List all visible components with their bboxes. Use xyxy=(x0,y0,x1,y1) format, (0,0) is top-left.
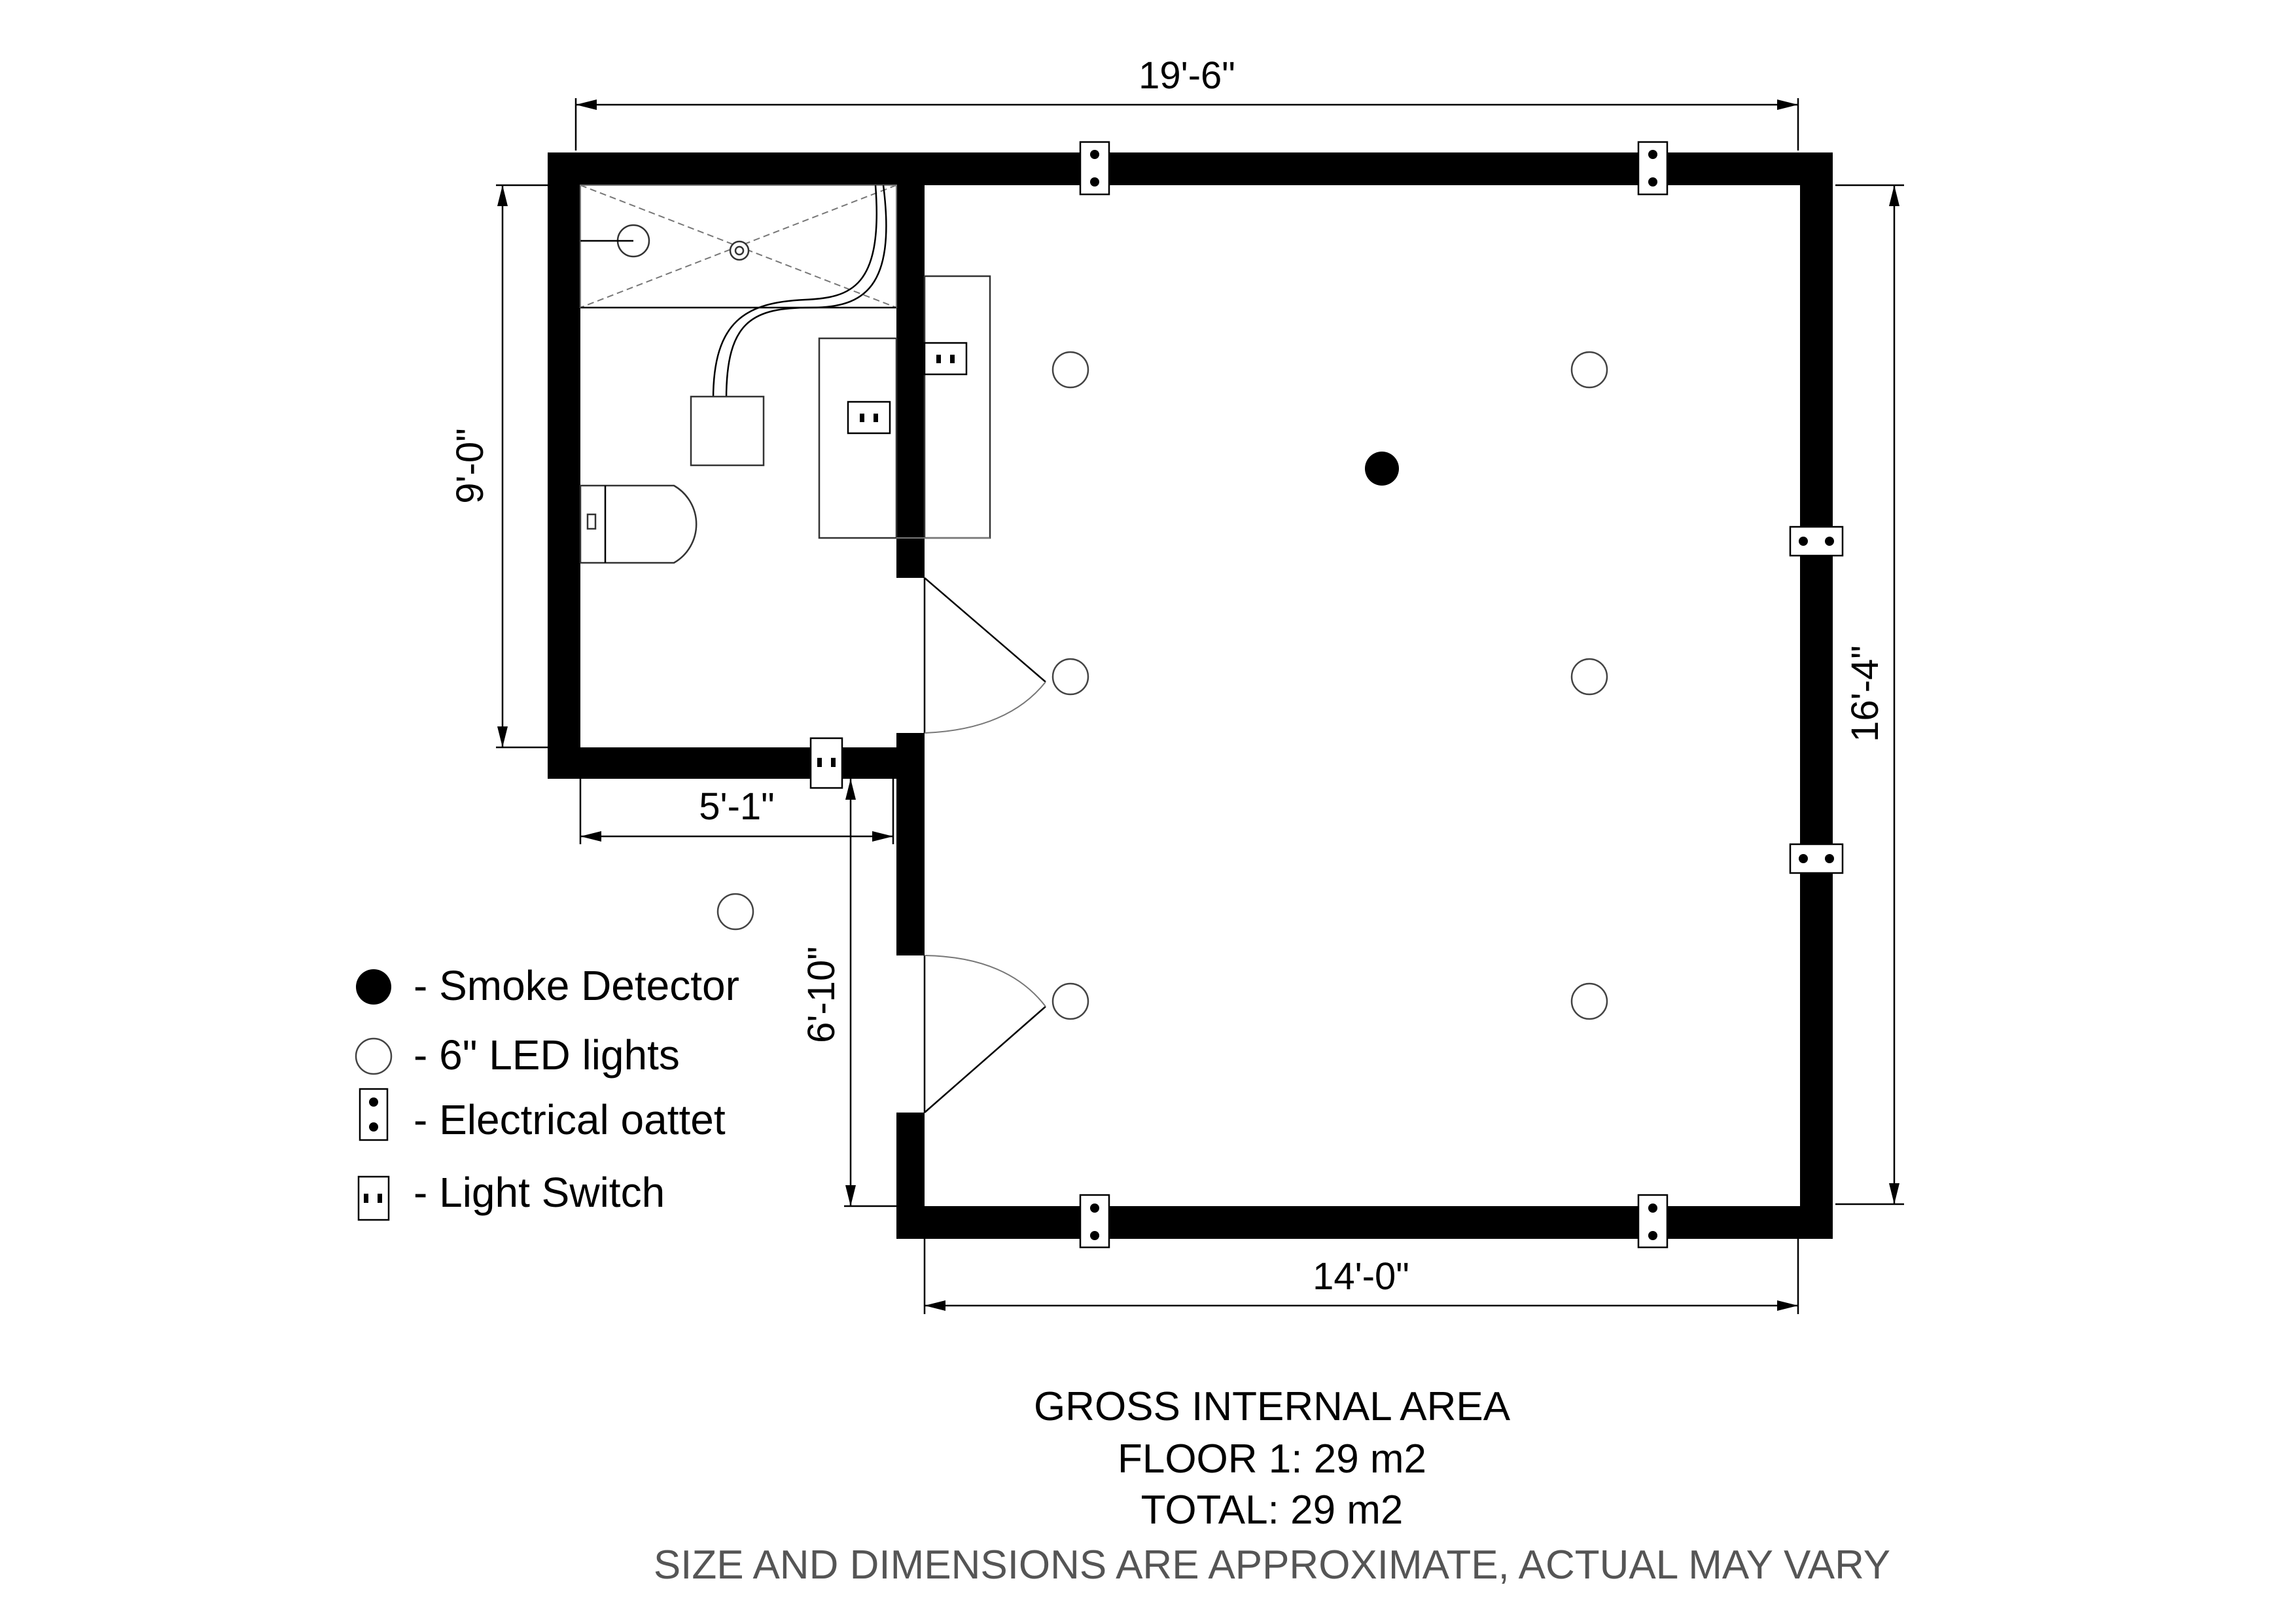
led-light-icon xyxy=(1051,982,1089,1020)
wall-interior-upper xyxy=(896,152,925,578)
dimension-label: 5'-1" xyxy=(699,785,775,828)
dimension-label: 16'-4" xyxy=(1844,645,1886,742)
legend-item-led-lights: - 6" LED lights xyxy=(355,1031,680,1079)
dimension-bottom-wall: 14'-0" xyxy=(923,1239,1799,1314)
light-switch-icon xyxy=(809,737,843,789)
dimension-label: 14'-0" xyxy=(1313,1255,1409,1298)
outlet-icon xyxy=(1637,141,1669,196)
vanity-counter xyxy=(818,337,898,539)
dimension-label: 9'-0" xyxy=(449,428,491,504)
wall-bottom xyxy=(896,1206,1833,1239)
outlet-icon xyxy=(1789,843,1844,874)
legend-item-electrical-outlet: - Electrical oattet xyxy=(359,1088,726,1143)
electrical-outlets xyxy=(1079,141,1844,1249)
legend: - Smoke Detector - 6" LED lights - Elect… xyxy=(355,962,739,1221)
outlet-icon xyxy=(1079,1194,1110,1249)
outlet-icon xyxy=(1079,141,1110,196)
led-light-icon xyxy=(355,1037,393,1075)
door-entrance[interactable] xyxy=(923,955,1046,1113)
kitchen-counter xyxy=(896,275,991,539)
dimension-overall-depth: 16'-4" xyxy=(1835,184,1904,1205)
led-light-icon xyxy=(1570,351,1608,389)
outlet-icon xyxy=(1637,1194,1669,1249)
light-switch-icon xyxy=(357,1175,390,1221)
led-light-icon xyxy=(716,893,754,931)
light-switch-icon xyxy=(847,401,891,435)
toilet-icon xyxy=(579,484,698,564)
total-area: TOTAL: 29 m2 xyxy=(1141,1488,1404,1533)
wall-left-bathroom xyxy=(548,152,580,779)
shower-drain-icon xyxy=(729,240,750,261)
wall-interior-mid xyxy=(896,733,925,955)
legend-label: - 6" LED lights xyxy=(414,1031,680,1079)
washing-machine xyxy=(690,395,765,467)
outlet-icon xyxy=(359,1088,389,1141)
outlet-icon xyxy=(1789,526,1844,557)
disclaimer: SIZE AND DIMENSIONS ARE APPROXIMATE, ACT… xyxy=(654,1543,1890,1588)
dimension-lower-wall: 6'-10" xyxy=(800,779,896,1207)
smoke-detector-icon xyxy=(356,969,391,1005)
area-summary: GROSS INTERNAL AREA FLOOR 1: 29 m2 TOTAL… xyxy=(654,1384,1890,1588)
legend-label: - Smoke Detector xyxy=(414,962,739,1009)
wall-interior-lower xyxy=(896,1113,925,1239)
walls xyxy=(548,152,1833,1239)
light-switch-icon xyxy=(923,342,968,376)
area-heading: GROSS INTERNAL AREA xyxy=(1034,1384,1511,1429)
wall-right xyxy=(1800,152,1833,1239)
led-light-icon xyxy=(1570,658,1608,696)
legend-label: - Electrical oattet xyxy=(414,1096,726,1143)
led-light-icon xyxy=(1570,982,1608,1020)
dimension-bathroom-depth: 9'-0" xyxy=(449,184,548,749)
led-lights xyxy=(716,351,1608,1020)
shower-hose xyxy=(712,185,887,400)
dimension-label: 6'-10" xyxy=(800,946,843,1043)
dimension-overall-width: 19'-6" xyxy=(574,54,1799,151)
door-bathroom[interactable] xyxy=(923,577,1046,734)
legend-label: - Light Switch xyxy=(414,1169,665,1216)
floor-area: FLOOR 1: 29 m2 xyxy=(1118,1436,1426,1482)
wall-bathroom-bottom xyxy=(548,747,921,779)
dimension-label: 19'-6" xyxy=(1139,54,1235,97)
wall-top xyxy=(548,152,1833,185)
dimension-bathroom-width: 5'-1" xyxy=(579,779,894,844)
led-light-icon xyxy=(1051,658,1089,696)
shower-head-icon xyxy=(580,224,650,258)
led-light-icon xyxy=(1051,351,1089,389)
light-switches xyxy=(809,342,968,789)
legend-item-light-switch: - Light Switch xyxy=(357,1169,665,1221)
legend-item-smoke-detector: - Smoke Detector xyxy=(356,962,739,1009)
smoke-detector-icon xyxy=(1365,452,1399,486)
